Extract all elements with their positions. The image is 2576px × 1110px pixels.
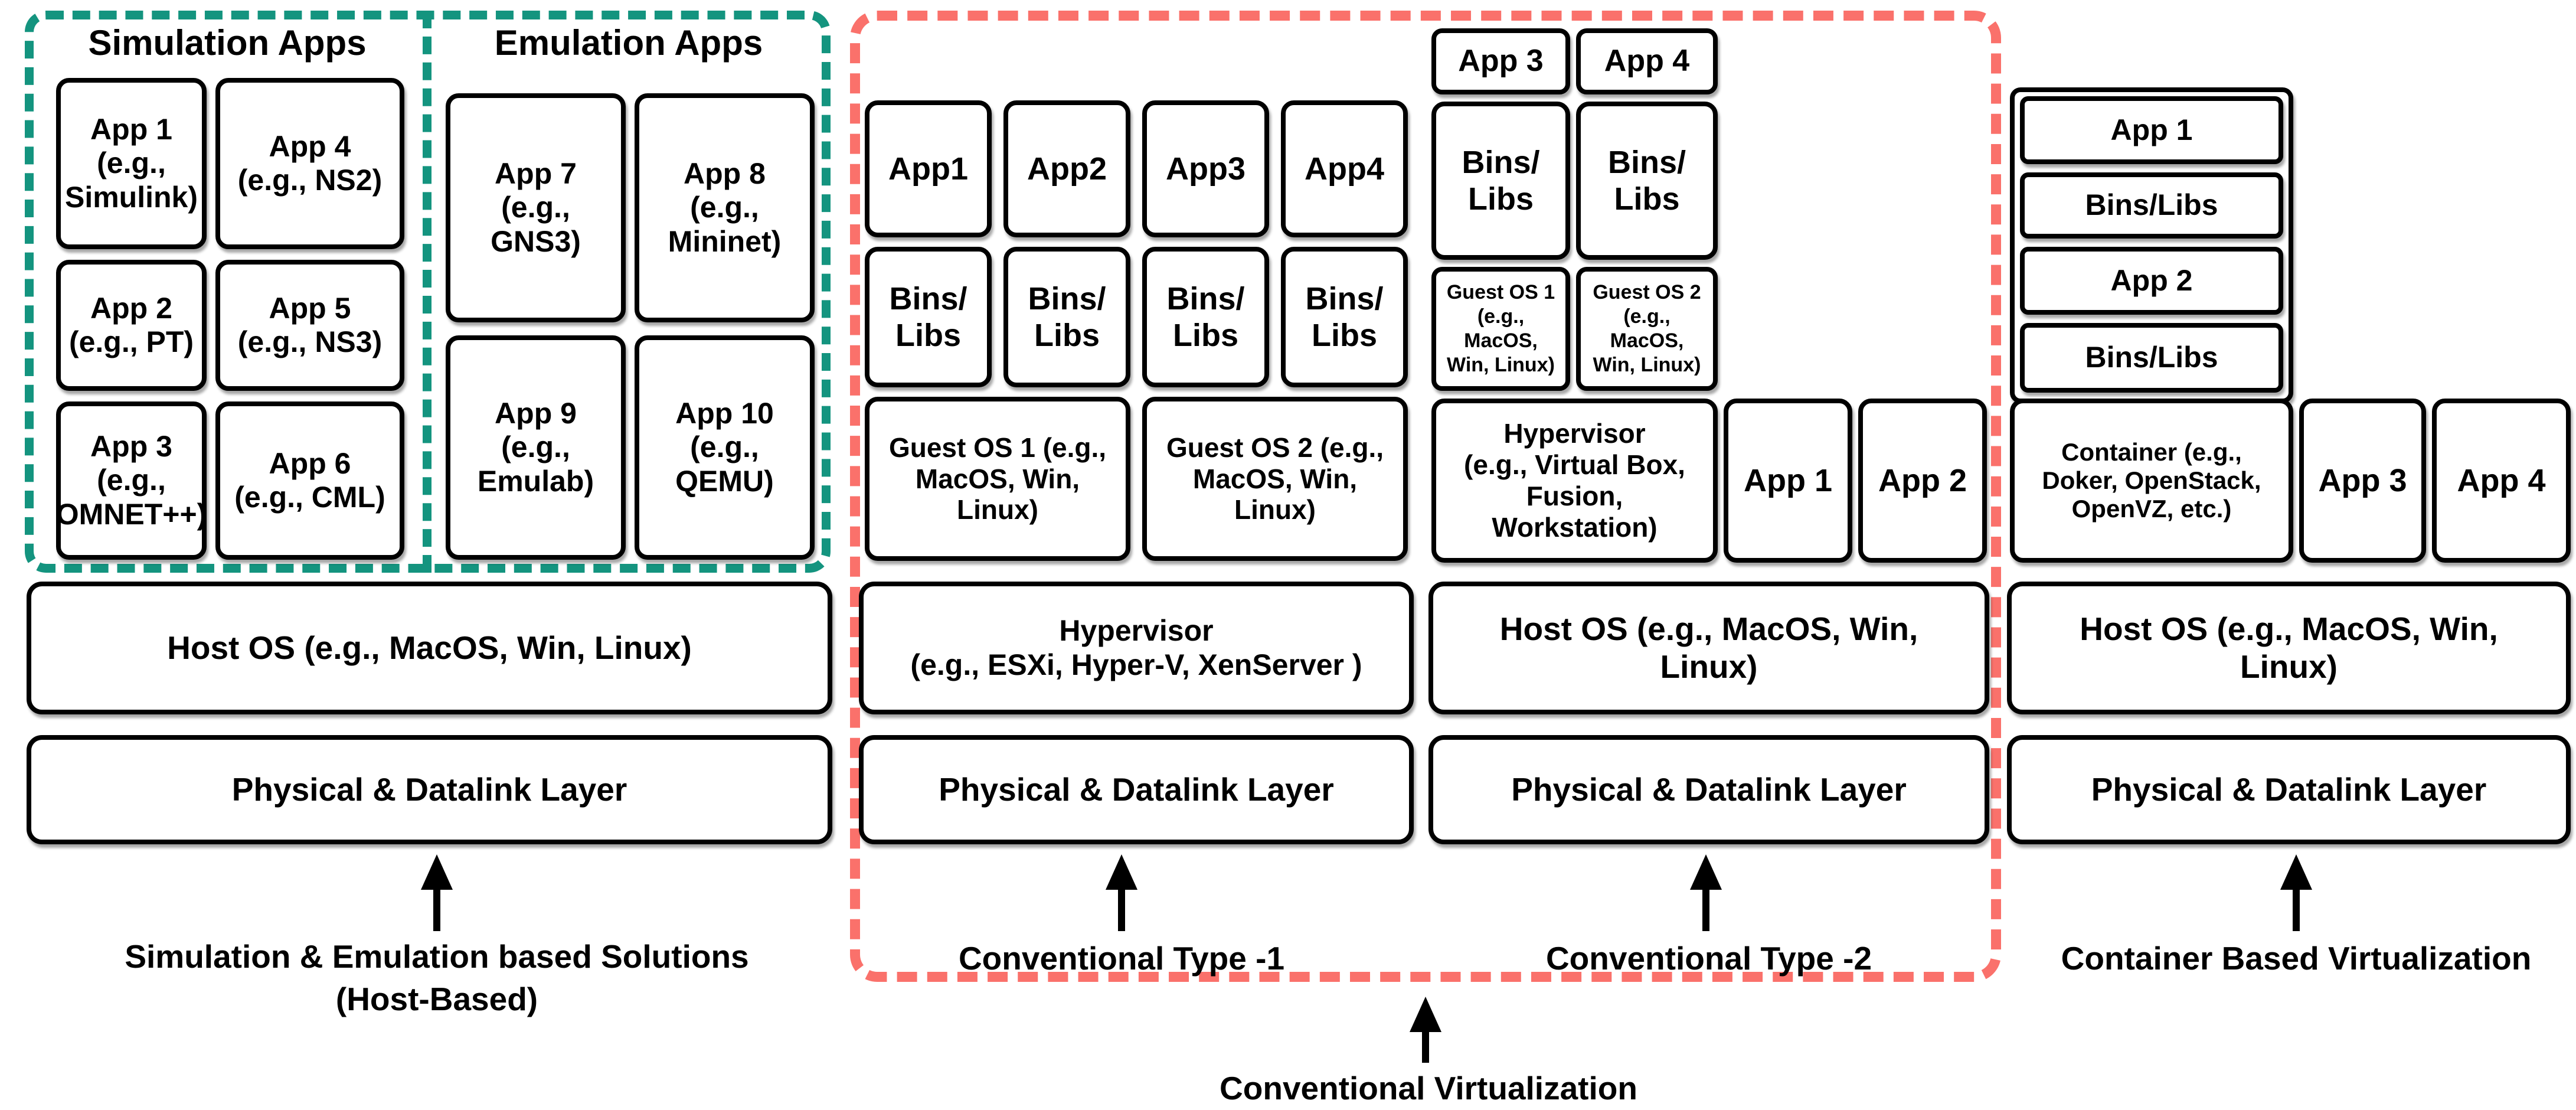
container-host-os: Host OS (e.g., MacOS, Win, Linux) [2007, 582, 2571, 714]
t1-app4: App4 [1281, 100, 1408, 237]
type1-label: Conventional Type -1 [958, 940, 1285, 977]
t2-side-app1: App 1 [1724, 399, 1852, 563]
emulation-apps-title: Emulation Apps [494, 23, 763, 63]
container-bins-libs-2: Bins/Libs [2020, 323, 2283, 393]
t1-physical-layer: Physical & Datalink Layer [859, 735, 1414, 844]
t1-app2: App2 [1003, 100, 1130, 237]
sim-app-1: App 1 (e.g., Simulink) [56, 78, 207, 249]
t2-app3: App 3 [1431, 28, 1570, 94]
emu-app-10: App 10 (e.g., QEMU) [635, 335, 815, 560]
t1-guest-os-1: Guest OS 1 (e.g., MacOS, Win, Linux) [865, 397, 1130, 561]
container-engine: Container (e.g., Doker, OpenStack, OpenV… [2010, 399, 2293, 563]
t1-hypervisor: Hypervisor (e.g., ESXi, Hyper-V, XenServ… [859, 582, 1414, 714]
t1-bins-libs-4: Bins/ Libs [1281, 247, 1408, 387]
host-based-physical-layer: Physical & Datalink Layer [27, 735, 832, 844]
sim-app-2: App 2 (e.g., PT) [56, 260, 207, 391]
container-side-app4: App 4 [2432, 399, 2571, 563]
t1-bins-libs-3: Bins/ Libs [1142, 247, 1269, 387]
type2-label: Conventional Type -2 [1545, 940, 1872, 977]
t2-guest-os-1: Guest OS 1 (e.g., MacOS, Win, Linux) [1431, 267, 1570, 391]
up-arrow-host-based-icon [418, 854, 456, 931]
t2-physical-layer: Physical & Datalink Layer [1428, 735, 1989, 844]
t2-bins-libs-1: Bins/ Libs [1431, 102, 1570, 260]
emu-app-8: App 8 (e.g., Mininet) [635, 93, 815, 322]
t2-app4: App 4 [1576, 28, 1718, 94]
host-based-host-os: Host OS (e.g., MacOS, Win, Linux) [27, 582, 832, 714]
t1-bins-libs-1: Bins/ Libs [865, 247, 992, 387]
t2-hypervisor: Hypervisor (e.g., Virtual Box, Fusion, W… [1431, 399, 1718, 563]
t2-guest-os-2: Guest OS 2 (e.g., MacOS, Win, Linux) [1576, 267, 1718, 391]
container-app2: App 2 [2020, 247, 2283, 315]
container-label: Container Based Virtualization [2061, 940, 2532, 977]
emu-app-9: App 9 (e.g., Emulab) [446, 335, 626, 560]
t1-app3: App3 [1142, 100, 1269, 237]
simulation-emulation-divider [423, 11, 431, 573]
t2-bins-libs-2: Bins/ Libs [1576, 102, 1718, 260]
sim-app-4: App 4 (e.g., NS2) [215, 78, 404, 249]
sim-app-6: App 6 (e.g., CML) [215, 401, 404, 560]
container-side-app3: App 3 [2299, 399, 2426, 563]
t2-host-os: Host OS (e.g., MacOS, Win, Linux) [1428, 582, 1989, 714]
container-bins-libs-1: Bins/Libs [2020, 172, 2283, 239]
emu-app-7: App 7 (e.g., GNS3) [446, 93, 626, 322]
simulation-apps-title: Simulation Apps [88, 23, 367, 63]
sim-app-3: App 3 (e.g., OMNET++) [56, 401, 207, 560]
up-arrow-type2-icon [1687, 854, 1725, 931]
up-arrow-container-icon [2277, 854, 2315, 931]
up-arrow-conventional-icon [1407, 997, 1444, 1063]
conventional-virtualization-label: Conventional Virtualization [1220, 1070, 1637, 1106]
container-physical-layer: Physical & Datalink Layer [2007, 735, 2571, 844]
up-arrow-type1-icon [1103, 854, 1140, 931]
t2-side-app2: App 2 [1858, 399, 1987, 563]
conventional-virtualization-frame [850, 11, 2001, 982]
container-app1: App 1 [2020, 96, 2283, 164]
t1-guest-os-2: Guest OS 2 (e.g., MacOS, Win, Linux) [1142, 397, 1408, 561]
host-based-label: Simulation & Emulation based Solutions (… [125, 938, 749, 1017]
sim-app-5: App 5 (e.g., NS3) [215, 260, 404, 391]
t1-app1: App1 [865, 100, 992, 237]
t1-bins-libs-2: Bins/ Libs [1003, 247, 1130, 387]
